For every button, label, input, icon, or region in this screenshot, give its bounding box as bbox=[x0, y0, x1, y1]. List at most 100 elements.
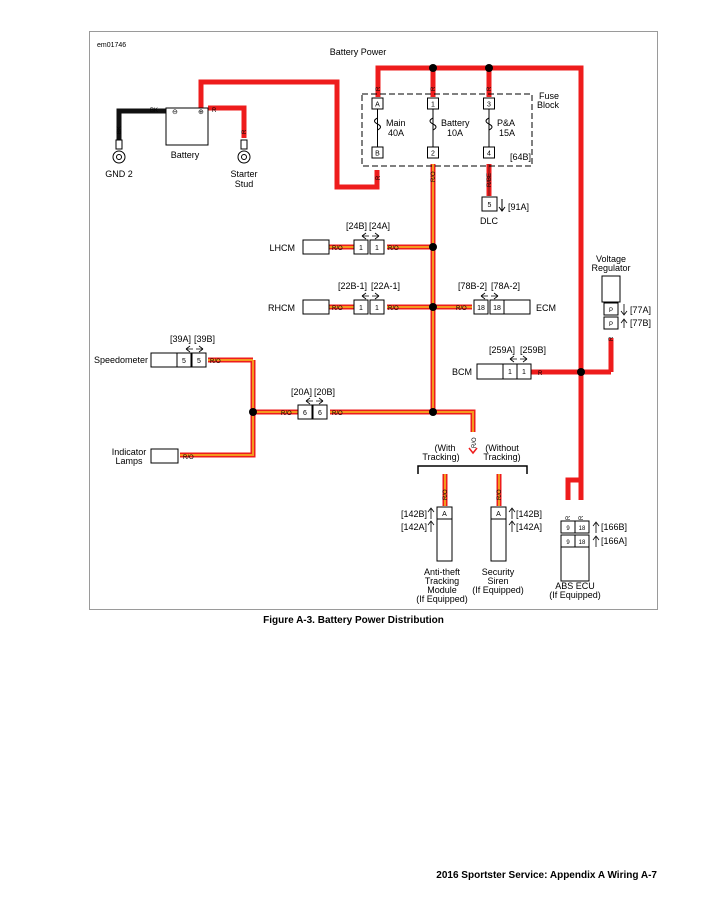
starter-label-1: Starter bbox=[230, 169, 257, 179]
anti-theft-label-3: Module bbox=[427, 585, 457, 595]
fuse-block-connector: [64B] bbox=[510, 152, 531, 162]
abs-pin-18-a: 18 bbox=[579, 540, 586, 546]
regulator-label-2: Regulator bbox=[591, 263, 630, 273]
lhcm-pin-a: 1 bbox=[375, 245, 379, 252]
rhcm: RHCM R/O [22B-1] [22A-1] 1 1 R/O bbox=[268, 281, 400, 315]
dlc-label: DLC bbox=[480, 216, 499, 226]
splice-conn-b: [20B] bbox=[314, 387, 335, 397]
ecm-pin-a: 18 bbox=[493, 305, 501, 312]
pa-fuse-name: P&A bbox=[497, 118, 515, 128]
diagram-title: Battery Power bbox=[330, 47, 387, 57]
regulator-label-1: Voltage bbox=[596, 254, 626, 264]
anti-theft-conn-a: [142A] bbox=[401, 522, 427, 532]
siren-wire: R/O bbox=[497, 489, 503, 500]
main-fuse: A B Main 40A R bbox=[371, 97, 406, 180]
ecm-conn-a: [78A-2] bbox=[491, 281, 520, 291]
battery-neg-wire-label: BK bbox=[150, 108, 158, 114]
starter-cable bbox=[208, 105, 247, 138]
page-footer: 2016 Sportster Service: Appendix A Wirin… bbox=[436, 870, 657, 881]
indicator-label-1: Indicator bbox=[112, 447, 147, 457]
without-tracking-1: (Without bbox=[485, 443, 519, 453]
security-siren: R/O A [142B] [142A] Security Siren (If E… bbox=[472, 489, 542, 595]
abs-label-2: (If Equipped) bbox=[549, 590, 601, 600]
bcm-pin-b: 1 bbox=[522, 369, 526, 376]
wires bbox=[116, 65, 614, 500]
bcm: BCM [259A] [259B] 1 1 R bbox=[452, 345, 546, 380]
indicator-label-2: Lamps bbox=[115, 456, 143, 466]
battery-fuse-out-label: R/O bbox=[431, 171, 437, 182]
fuse-block-label-2: Block bbox=[537, 100, 560, 110]
battery-pos-terminal: ⊕ bbox=[198, 109, 204, 116]
lhcm-pin-b: 1 bbox=[359, 245, 363, 252]
starter-terminal: R Starter Stud bbox=[230, 129, 257, 189]
siren-conn-b: [142B] bbox=[516, 509, 542, 519]
ground-wire-label: BK bbox=[117, 126, 123, 134]
starter-wire-label: R bbox=[242, 129, 248, 134]
figure-id: em01746 bbox=[97, 42, 126, 49]
bcm-conn-b: [259B] bbox=[520, 345, 546, 355]
splice-wire-left: R/O bbox=[281, 411, 292, 417]
siren-label-3: (If Equipped) bbox=[472, 585, 524, 595]
main-fuse-pin-bottom: B bbox=[375, 151, 380, 158]
tracking-selector: (With Tracking) (Without Tracking) bbox=[417, 443, 528, 474]
regulator-pin-b: P bbox=[609, 322, 613, 328]
starter-label-2: Stud bbox=[235, 179, 254, 189]
battery-label: Battery bbox=[171, 150, 200, 160]
siren-label-1: Security bbox=[482, 567, 515, 577]
anti-theft-label-4: (If Equipped) bbox=[416, 594, 468, 604]
rhcm-pin-b: 1 bbox=[359, 305, 363, 312]
main-fuse-amps: 40A bbox=[388, 128, 404, 138]
lhcm-wire-left: R/O bbox=[332, 246, 343, 252]
battery-pos-wire-label: R bbox=[212, 108, 217, 114]
main-fuse-name: Main bbox=[386, 118, 406, 128]
speedometer-pin-a: 5 bbox=[182, 358, 186, 365]
speedometer: Speedometer [39A] [39B] 5 5 R/O bbox=[94, 334, 221, 368]
lhcm-conn-a: [24A] bbox=[369, 221, 390, 231]
bcm-label: BCM bbox=[452, 367, 472, 377]
speedometer-pin-b: 5 bbox=[197, 358, 201, 365]
splice-conn-a: [20A] bbox=[291, 387, 312, 397]
battery-main-cable bbox=[198, 79, 380, 190]
fuse-block: Fuse Block [64B] R R R A B Main 40A R 1 … bbox=[361, 86, 560, 187]
abs-conn-a: [166A] bbox=[601, 536, 627, 546]
splice-connector: [20A] [20B] R/O 6 6 R/O R/O bbox=[281, 387, 478, 455]
ecm-pin-b: 18 bbox=[477, 305, 485, 312]
battery-fuse-in-label: R bbox=[431, 86, 437, 91]
rhcm-conn-a: [22A-1] bbox=[371, 281, 400, 291]
battery-fuse-pin-top: 1 bbox=[431, 102, 435, 109]
anti-theft-pin: A bbox=[442, 511, 447, 518]
speedometer-wire: R/O bbox=[210, 359, 221, 365]
abs-conn-b: [166B] bbox=[601, 522, 627, 532]
anti-theft-conn-b: [142B] bbox=[401, 509, 427, 519]
battery-fuse-pin-bottom: 2 bbox=[431, 151, 435, 158]
splice-dots bbox=[249, 64, 585, 416]
anti-theft-label-1: Anti-theft bbox=[424, 567, 461, 577]
lhcm-conn-b: [24B] bbox=[346, 221, 367, 231]
diagram-frame bbox=[89, 31, 658, 610]
abs-wire-9 bbox=[565, 477, 581, 500]
pa-fuse-out-label: R/BE bbox=[487, 173, 493, 187]
pa-fuse-in-label: R bbox=[487, 86, 493, 91]
battery-neg-terminal: ⊖ bbox=[172, 109, 178, 116]
rhcm-conn-b: [22B-1] bbox=[338, 281, 367, 291]
abs-ecu: R R 9 18 9 18 [166B] [166A] ABS ECU (If … bbox=[549, 515, 627, 600]
anti-theft-label-2: Tracking bbox=[425, 576, 459, 586]
ground-label: GND 2 bbox=[105, 169, 133, 179]
lhcm-wire-right: R/O bbox=[388, 246, 399, 252]
abs-wire-label-9: R bbox=[566, 515, 572, 520]
abs-pin-9-b: 9 bbox=[566, 526, 570, 532]
figure-caption: Figure A-3. Battery Power Distribution bbox=[263, 615, 444, 626]
bcm-pin-a: 1 bbox=[508, 369, 512, 376]
fuse-block-label-1: Fuse bbox=[539, 91, 559, 101]
rhcm-wire-left: R/O bbox=[332, 306, 343, 312]
battery-fuse-name: Battery bbox=[441, 118, 470, 128]
regulator-pin-a: P bbox=[609, 308, 613, 314]
abs-pin-9-a: 9 bbox=[566, 540, 570, 546]
regulator-wire-label: R bbox=[609, 336, 615, 341]
splice-wire-right: R/O bbox=[332, 411, 343, 417]
main-fuse-pin-top: A bbox=[375, 102, 380, 109]
pa-fuse-amps: 15A bbox=[499, 128, 515, 138]
ecm-wire: R/O bbox=[456, 306, 467, 312]
splice-pin-a: 6 bbox=[303, 410, 307, 417]
